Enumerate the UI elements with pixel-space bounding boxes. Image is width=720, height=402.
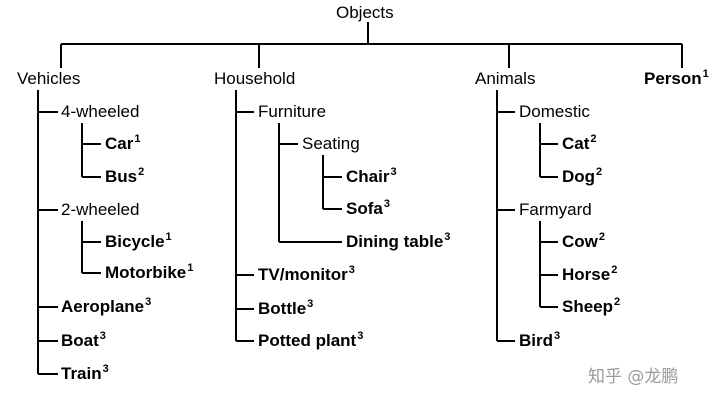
node-bicycle-label: Bicycle	[105, 232, 165, 251]
node-boat-sup: 3	[99, 330, 106, 342]
node-bird: Bird3	[519, 331, 560, 351]
node-aeroplane: Aeroplane3	[61, 297, 151, 317]
node-dog-label: Dog	[562, 167, 596, 186]
node-domestic: Domestic	[519, 102, 590, 121]
node-car-label: Car	[105, 134, 134, 153]
node-sofa-sup: 3	[383, 198, 390, 210]
node-dining-table: Dining table3	[346, 232, 450, 252]
node-2-wheeled: 2-wheeled	[61, 200, 140, 219]
node-motorbike: Motorbike1	[105, 263, 193, 283]
node-potted-plant-label: Potted plant	[258, 331, 357, 350]
node-horse-sup: 2	[611, 264, 618, 276]
node-dog-sup: 2	[596, 166, 603, 178]
node-boat-label: Boat	[61, 331, 99, 350]
node-chair-sup: 3	[390, 166, 397, 178]
node-vehicles: Vehicles	[17, 69, 81, 88]
node-bird-sup: 3	[554, 330, 561, 342]
node-sheep: Sheep2	[562, 297, 620, 317]
node-sheep-sup: 2	[614, 296, 621, 308]
node-car-sup: 1	[134, 133, 141, 145]
node-dog: Dog2	[562, 167, 602, 187]
node-bicycle: Bicycle1	[105, 232, 172, 252]
node-dining-table-label: Dining table	[346, 232, 444, 251]
node-bottle-sup: 3	[307, 298, 314, 310]
node-person-label: Person	[644, 69, 702, 88]
node-bicycle-sup: 1	[165, 231, 172, 243]
node-train-label: Train	[61, 364, 102, 383]
node-bird-label: Bird	[519, 331, 553, 350]
node-tv-monitor: TV/monitor3	[258, 265, 355, 285]
node-person-sup: 1	[702, 68, 709, 80]
node-farmyard: Farmyard	[519, 200, 592, 219]
node-aeroplane-label: Aeroplane	[61, 297, 145, 316]
node-horse-label: Horse	[562, 265, 611, 284]
node-bus-label: Bus	[105, 167, 138, 186]
node-cat: Cat2	[562, 134, 597, 154]
node-cow: Cow2	[562, 232, 605, 252]
node-horse: Horse2	[562, 265, 617, 285]
node-boat: Boat3	[61, 331, 106, 351]
node-furniture: Furniture	[258, 102, 327, 121]
node-car: Car1	[105, 134, 140, 154]
node-train-sup: 3	[102, 363, 109, 375]
node-bottle: Bottle3	[258, 299, 313, 319]
node-cat-sup: 2	[590, 133, 597, 145]
node-animals: Animals	[475, 69, 536, 88]
node-objects: Objects	[336, 3, 394, 22]
node-dining-table-sup: 3	[444, 231, 451, 243]
node-aeroplane-sup: 3	[145, 296, 152, 308]
node-4-wheeled: 4-wheeled	[61, 102, 140, 121]
node-sheep-label: Sheep	[562, 297, 614, 316]
node-tv-monitor-sup: 3	[348, 264, 355, 276]
node-seating: Seating	[302, 134, 360, 153]
watermark-text: 知乎 @龙鹏	[588, 367, 679, 387]
node-household: Household	[214, 69, 296, 88]
node-sofa: Sofa3	[346, 199, 390, 219]
node-person: Person1	[644, 69, 709, 89]
node-bottle-label: Bottle	[258, 299, 307, 318]
node-potted-plant: Potted plant3	[258, 331, 363, 351]
node-tv-monitor-label: TV/monitor	[258, 265, 348, 284]
node-potted-plant-sup: 3	[357, 330, 364, 342]
node-bus-sup: 2	[138, 166, 145, 178]
node-cat-label: Cat	[562, 134, 590, 153]
node-chair-label: Chair	[346, 167, 390, 186]
node-sofa-label: Sofa	[346, 199, 383, 218]
node-chair: Chair3	[346, 167, 397, 187]
node-motorbike-label: Motorbike	[105, 263, 187, 282]
node-cow-sup: 2	[598, 231, 606, 243]
node-cow-label: Cow	[562, 232, 598, 251]
node-bus: Bus2	[105, 167, 144, 187]
node-train: Train3	[61, 364, 109, 384]
node-motorbike-sup: 1	[187, 262, 194, 274]
